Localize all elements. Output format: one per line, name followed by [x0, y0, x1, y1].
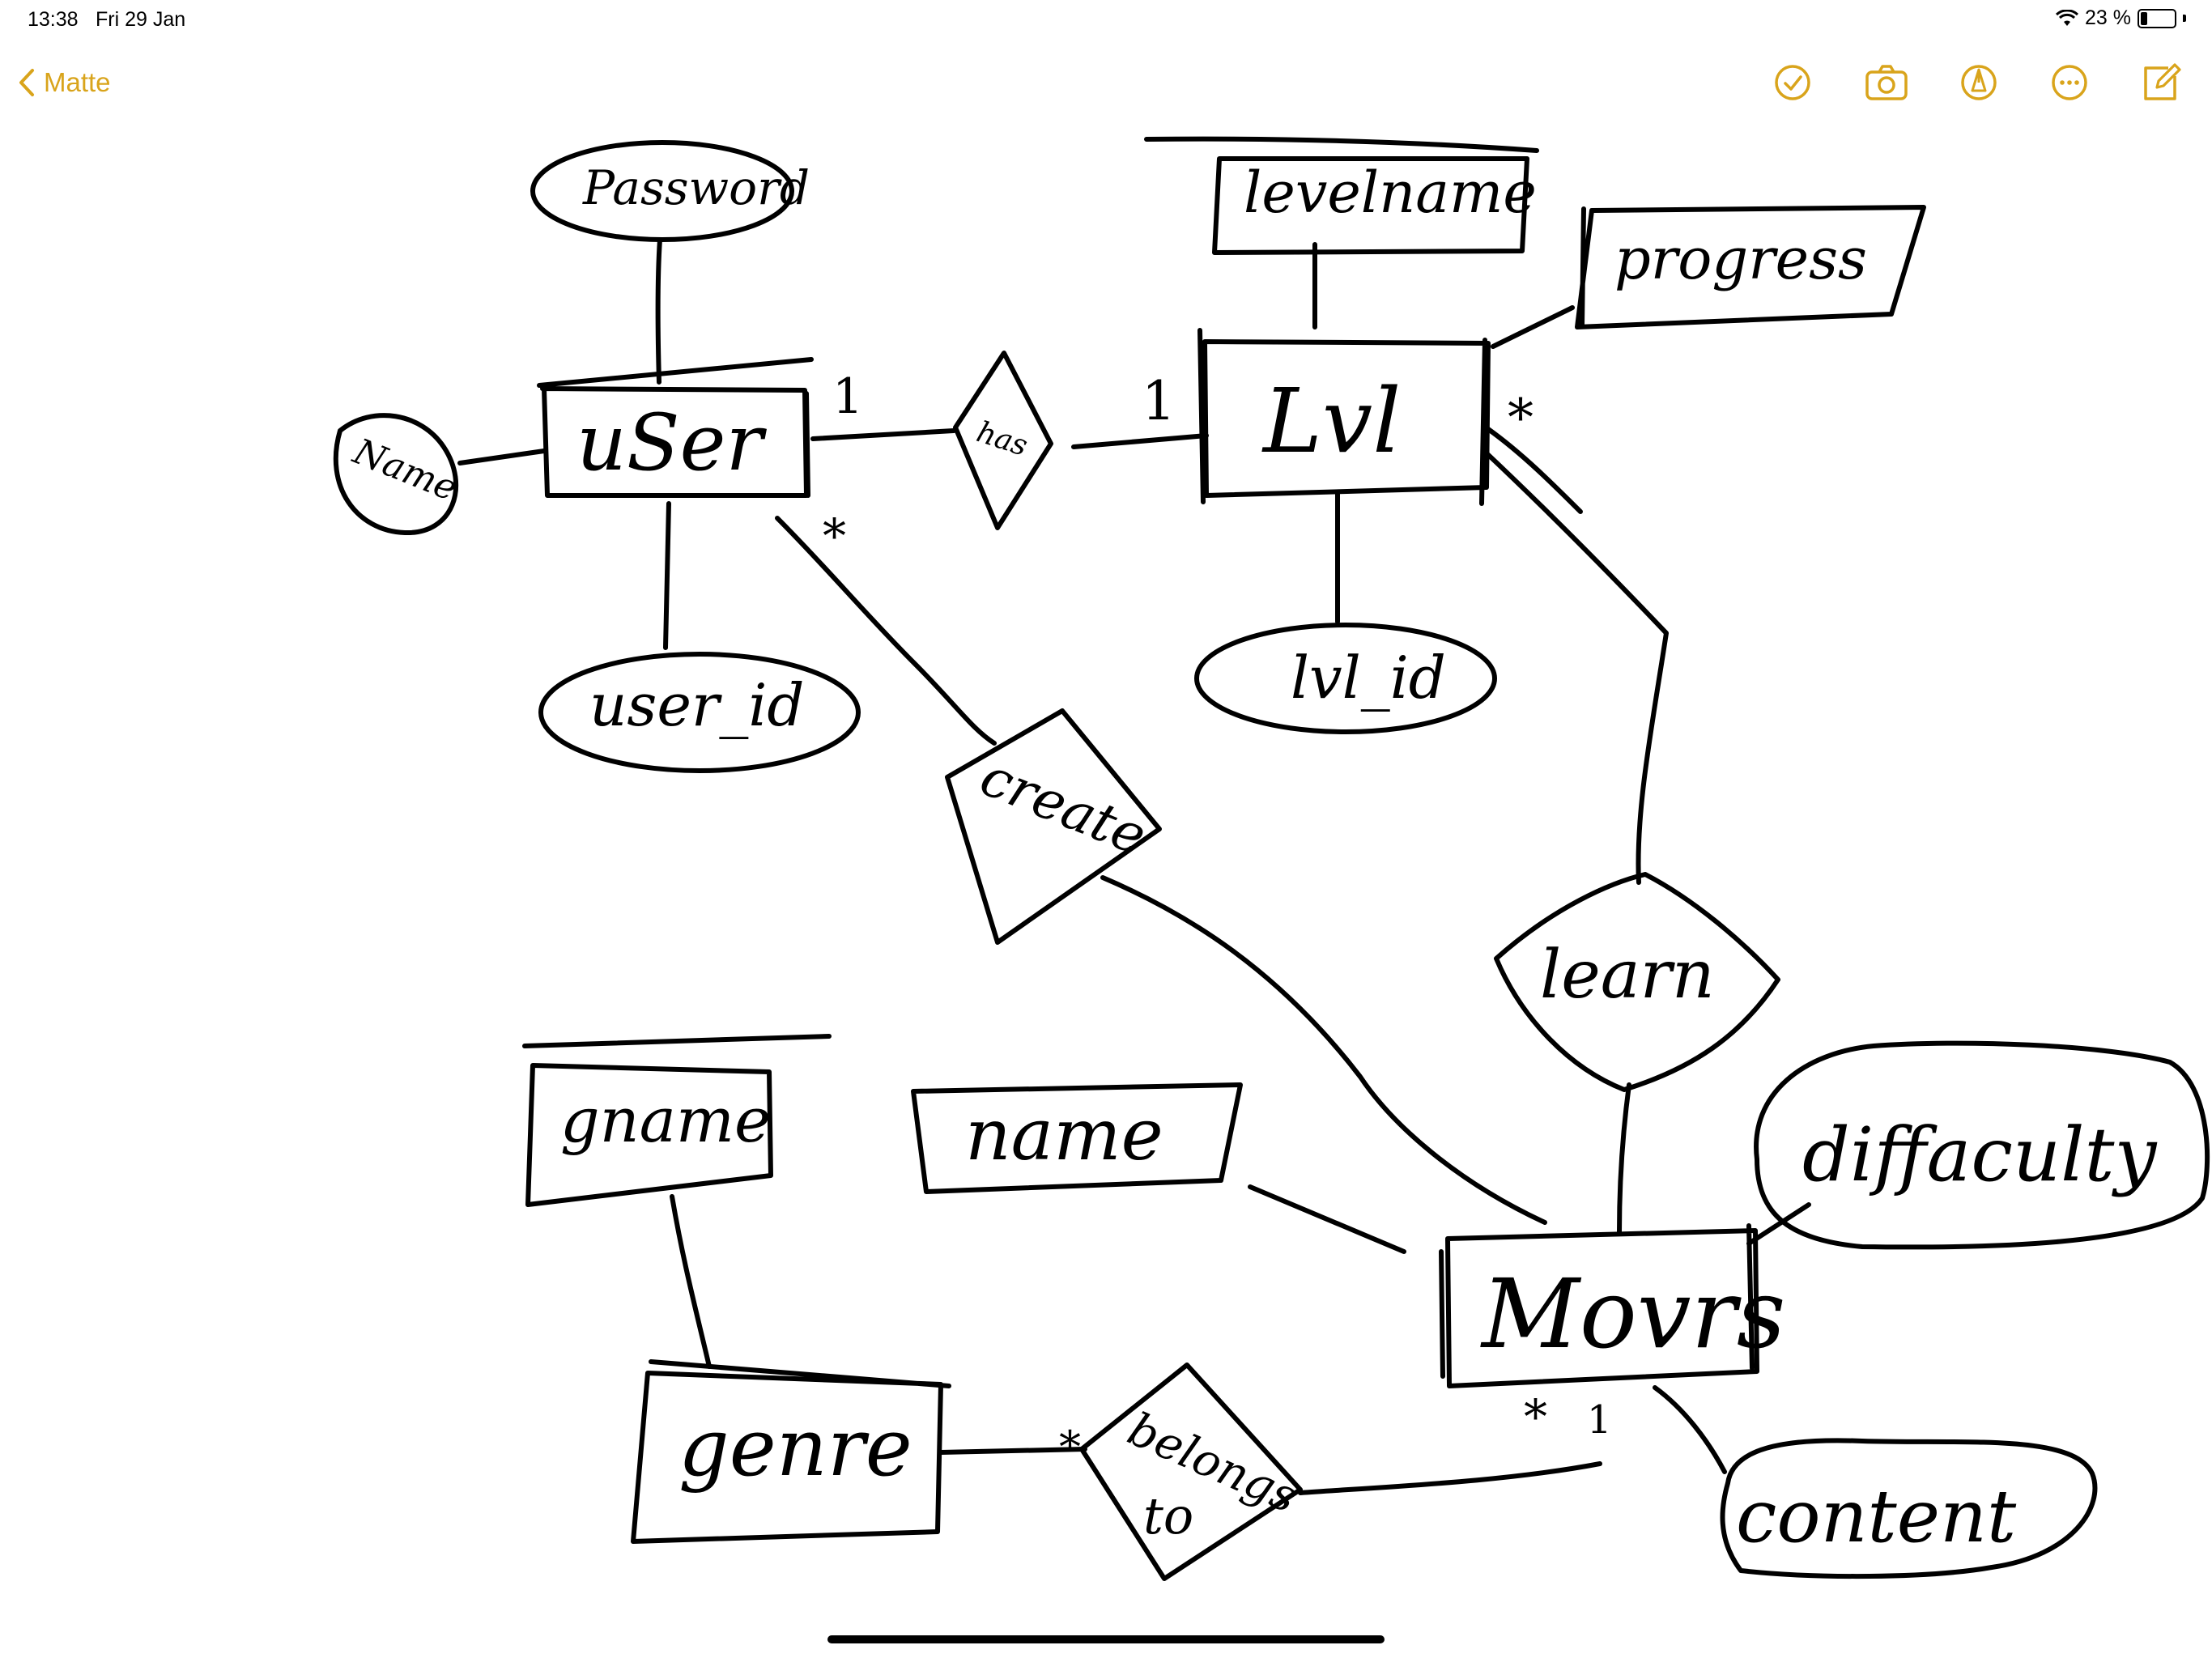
attr-levelname-label: levelname	[1244, 159, 1537, 226]
line-user-create	[775, 516, 997, 746]
wifi-icon	[2056, 9, 2079, 26]
line-create-moves	[1100, 875, 1547, 1225]
attr-userid-shape	[538, 652, 861, 773]
home-indicator[interactable]	[827, 1635, 1385, 1643]
entity-user-box	[537, 357, 814, 498]
attr-password-label: Password	[582, 160, 810, 215]
attr-levelname-shape	[1144, 136, 1539, 255]
line-has-lvl	[1071, 433, 1209, 449]
attr-name-moves-label: name	[965, 1093, 1163, 1176]
attr-gname-label: gname	[560, 1084, 771, 1156]
entity-lvl-box	[1197, 328, 1491, 506]
line-userid-user	[663, 501, 671, 650]
attr-lvlid-label: lvl_id	[1291, 644, 1446, 712]
status-indicators: 23 %	[2056, 6, 2186, 30]
rel-create-shape	[945, 708, 1162, 945]
notes-toolbar: Matte	[0, 49, 2212, 113]
line-name-moves	[1248, 1184, 1406, 1254]
status-bar: 13:38 Fri 29 Jan 23 %	[0, 0, 2212, 39]
line-learn-moves	[1617, 1082, 1631, 1235]
more-ellipsis-icon[interactable]	[2045, 58, 2094, 107]
entity-lvl-label: Lvl	[1261, 369, 1401, 473]
line-lvl-learn-a	[1481, 448, 1669, 885]
markup-pen-icon[interactable]	[1955, 58, 2003, 107]
entity-moves-box	[1439, 1223, 1759, 1388]
entity-genre-box	[631, 1359, 951, 1544]
attr-name-label: Name	[347, 431, 463, 509]
line-moves-content	[1653, 1385, 1727, 1474]
card-user-create: *	[823, 508, 846, 563]
card-genre-belongs: *	[1059, 1422, 1081, 1473]
attr-progress-shape	[1575, 205, 1926, 329]
battery-percentage: 23 %	[2085, 6, 2131, 29]
rel-has-shape	[953, 351, 1053, 530]
rel-create-label: create	[972, 745, 1155, 867]
line-moves-difficulty	[1746, 1202, 1811, 1246]
line-password-user	[655, 237, 662, 385]
battery-level-fill	[2141, 11, 2147, 25]
back-button-label: Matte	[44, 67, 111, 97]
attr-name-moves-shape	[911, 1082, 1243, 1194]
status-date: Fri 29 Jan	[96, 8, 186, 31]
line-lvl-learn-b	[1486, 427, 1583, 514]
rel-learn-label: learn	[1540, 937, 1715, 1014]
attr-content-label: content	[1736, 1474, 2017, 1559]
attr-lvlid-shape	[1194, 623, 1497, 734]
status-time: 13:38	[28, 8, 79, 31]
entity-moves-label: Movrs	[1480, 1258, 1786, 1370]
checkmark-circle-icon[interactable]	[1768, 58, 1817, 107]
card-lvl-learn: *	[1508, 389, 1534, 449]
attr-password-shape	[530, 140, 794, 242]
compose-icon[interactable]	[2136, 58, 2184, 107]
attr-userid-label: user_id	[589, 671, 804, 739]
card-user-has: 1	[832, 368, 863, 425]
entity-genre-label: genre	[678, 1402, 912, 1494]
line-user-has	[810, 428, 956, 441]
entity-user-label: uSer	[576, 397, 767, 488]
rel-to-label: to	[1143, 1486, 1193, 1545]
chevron-left-icon	[19, 69, 34, 96]
attr-gname-shape	[522, 1034, 832, 1207]
line-lvl-progress	[1491, 305, 1575, 349]
attr-name-shape	[333, 413, 458, 536]
line-genre-belongs	[938, 1447, 1087, 1455]
camera-icon[interactable]	[1862, 58, 1911, 107]
rel-belongs-to-shape	[1079, 1363, 1303, 1581]
attr-progress-label: progress	[1614, 226, 1867, 292]
rel-has-label: has	[972, 415, 1032, 463]
line-belongs-moves	[1298, 1461, 1602, 1495]
battery-nub	[2183, 15, 2186, 22]
card-moves-belongs: *	[1524, 1389, 1547, 1444]
attr-difficulty-shape	[1754, 1040, 2210, 1250]
battery-icon	[2138, 8, 2176, 28]
attr-content-shape	[1720, 1438, 2098, 1579]
line-gname-genre	[670, 1194, 712, 1369]
rel-learn-shape	[1494, 872, 1780, 1092]
line-name-user	[457, 449, 547, 466]
attr-difficulty-label: diffaculty	[1802, 1112, 2158, 1198]
card-moves-belongs-right: 1	[1587, 1397, 1612, 1443]
back-button[interactable]: Matte	[18, 60, 111, 105]
card-lvl-has: 1	[1142, 370, 1176, 432]
